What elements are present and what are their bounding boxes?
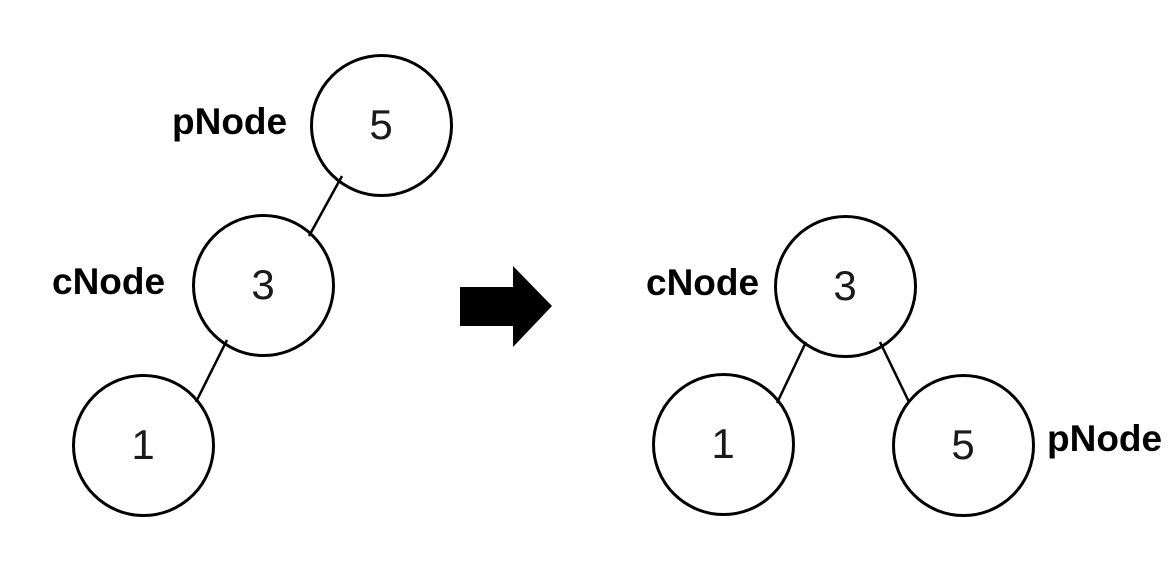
left-tree-node-leaf: 1	[71, 373, 215, 517]
right-pnode-label: pNode	[1047, 418, 1163, 459]
edge-left-pnode-cnode	[307, 175, 344, 237]
node-value: 5	[951, 421, 975, 468]
node-value: 1	[131, 421, 155, 468]
right-cnode-label: cNode	[646, 262, 760, 303]
edge-right-cnode-leaf	[775, 341, 808, 404]
node-value: 1	[711, 420, 735, 467]
edge-right-cnode-pnode	[878, 341, 911, 403]
node-value: 5	[369, 101, 393, 148]
node-value: 3	[251, 261, 275, 308]
edge-left-cnode-leaf	[194, 339, 229, 403]
left-tree-node-pnode: 5	[309, 53, 453, 197]
right-tree-node-leaf: 1	[651, 372, 795, 516]
right-tree-node-cnode: 3	[773, 214, 917, 358]
left-tree-node-cnode: 3	[191, 213, 335, 357]
left-pnode-label: pNode	[172, 101, 288, 142]
node-value: 3	[833, 262, 857, 309]
right-arrow-icon	[460, 266, 552, 347]
right-tree-node-pnode: 5	[891, 373, 1035, 517]
left-cnode-label: cNode	[52, 261, 166, 302]
